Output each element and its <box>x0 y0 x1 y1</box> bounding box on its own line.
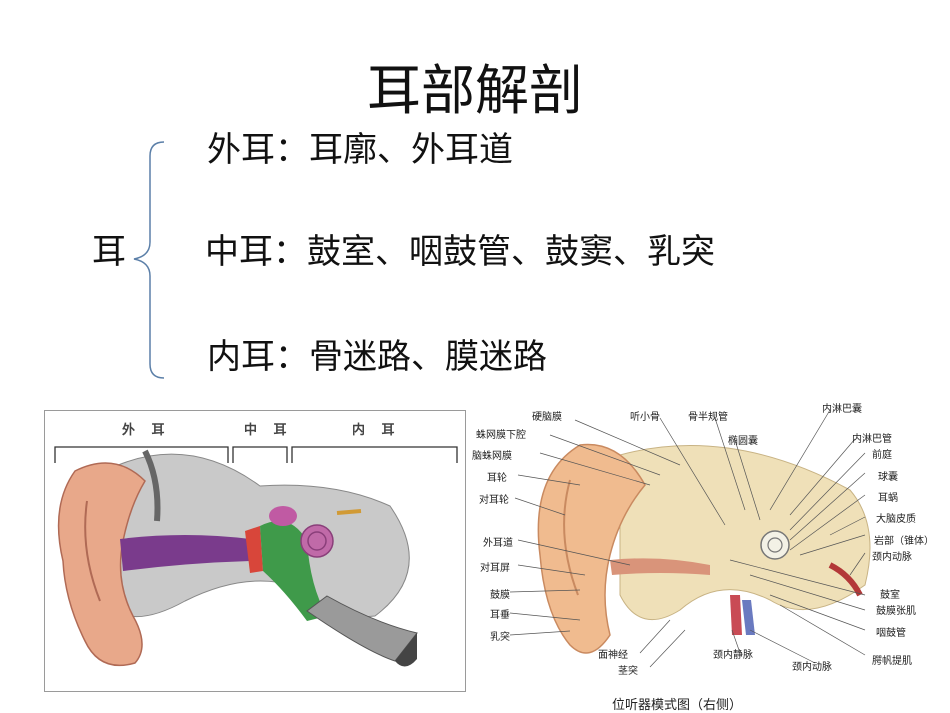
label-endolymphatic-sac: 内淋巴囊 <box>822 404 862 415</box>
label-styloid-process: 茎突 <box>618 666 638 677</box>
label-vestibule: 前庭 <box>872 450 892 461</box>
figure-caption: 位听器模式图（右侧） <box>612 698 743 713</box>
label-tympanic-membrane: 鼓膜 <box>490 590 510 601</box>
segment-outer-ear: 外 耳 <box>122 423 171 438</box>
label-subarachnoid-space: 蛛网膜下腔 <box>476 430 526 441</box>
label-eustachian-tube: 咽鼓管 <box>876 628 906 639</box>
label-facial-nerve: 面神经 <box>598 650 628 661</box>
page-title: 耳部解剖 <box>367 59 583 122</box>
label-earlobe: 耳垂 <box>490 610 510 621</box>
label-internal-carotid-bottom: 颈内动脉 <box>792 662 832 673</box>
segment-middle-ear: 中 耳 <box>244 423 293 438</box>
label-internal-jugular: 颈内静脉 <box>713 650 753 661</box>
root-label: 耳 <box>92 232 126 272</box>
label-cerebral-cortex: 大脑皮质 <box>876 514 916 525</box>
label-utricle: 椭圆囊 <box>728 436 758 447</box>
middle-ear-line: 中耳：鼓室、咽鼓管、鼓窦、乳突 <box>205 232 715 272</box>
segment-inner-ear: 内 耳 <box>352 423 401 438</box>
label-arachnoid: 脑蛛网膜 <box>472 451 512 462</box>
ear-section-figure <box>44 410 466 692</box>
inner-ear-line: 内耳：骨迷路、膜迷路 <box>207 337 547 377</box>
label-petrous-part: 岩部（锥体） <box>874 536 934 547</box>
label-antitragus: 对耳屏 <box>480 563 510 574</box>
label-helix: 耳轮 <box>487 473 507 484</box>
label-ossicles: 听小骨 <box>630 412 660 423</box>
auditory-organ-diagram <box>509 409 871 668</box>
label-dura-mater: 硬脑膜 <box>532 412 562 423</box>
label-endolymphatic-duct: 内淋巴管 <box>852 434 892 445</box>
label-tensor-tympani: 鼓膜张肌 <box>876 606 916 617</box>
label-saccule: 球囊 <box>878 472 898 483</box>
label-cochlea: 耳蜗 <box>878 493 898 504</box>
curly-brace <box>133 141 165 379</box>
label-mastoid: 乳突 <box>490 632 510 643</box>
label-semicircular-canal: 骨半规管 <box>688 412 728 423</box>
label-antihelix: 对耳轮 <box>479 495 509 506</box>
ear-cross-section <box>54 446 458 667</box>
label-tympanic-cavity: 鼓室 <box>880 590 900 601</box>
outer-ear-line: 外耳：耳廓、外耳道 <box>207 130 513 170</box>
label-levator-veli-palatini: 腭帆提肌 <box>872 656 912 667</box>
label-internal-carotid-right: 颈内动脉 <box>872 552 912 563</box>
label-external-canal: 外耳道 <box>483 538 513 549</box>
